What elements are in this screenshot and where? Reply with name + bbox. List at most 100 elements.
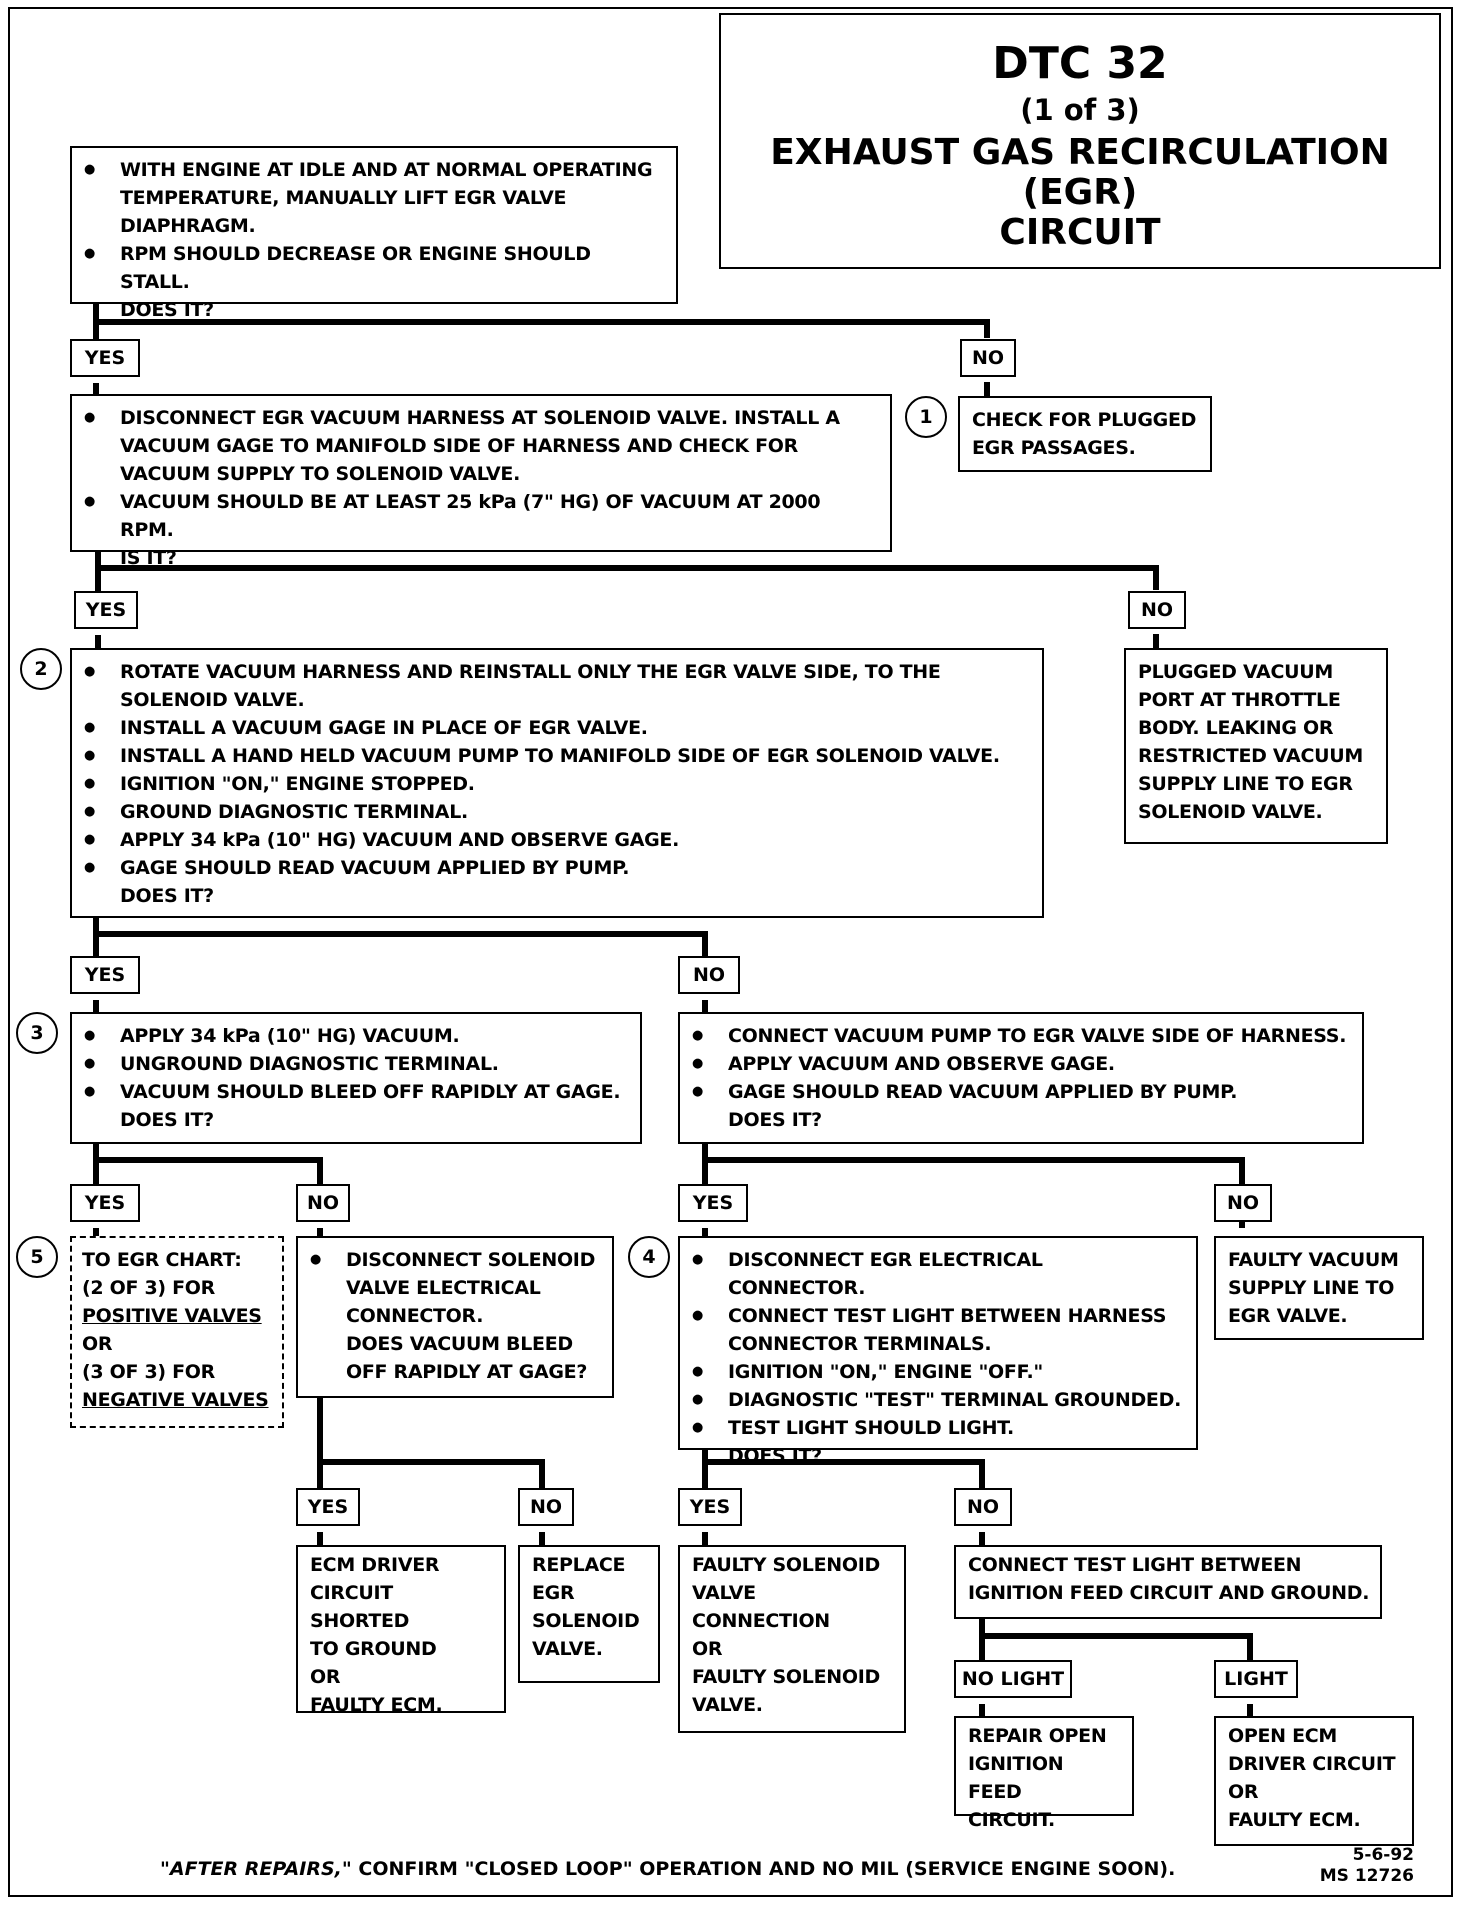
- document-number: MS 12726: [1319, 1866, 1414, 1886]
- open-ecm-line-3: OR: [1228, 1781, 1259, 1803]
- page-border: [8, 7, 1453, 1897]
- faulty-conn-line-4: OR: [692, 1638, 723, 1660]
- disconnect-egr-electrical-box: DISCONNECT EGR ELECTRICAL CONNECTOR. CON…: [678, 1236, 1198, 1467]
- no-light-label: NO LIGHT: [954, 1660, 1072, 1698]
- faulty-conn-line-3: CONNECTION: [692, 1610, 830, 1632]
- ref-line-5: (3 OF 3) FOR: [82, 1361, 215, 1383]
- egr-elec-question: DOES IT?: [728, 1445, 822, 1467]
- replace-line-3: SOLENOID: [532, 1610, 640, 1632]
- ref-line-4: OR: [82, 1333, 113, 1355]
- repair-line-1: REPAIR OPEN: [968, 1725, 1107, 1747]
- apply-vacuum-step-2: UNGROUND DIAGNOSTIC TERMINAL.: [84, 1050, 630, 1078]
- egr-elec-step-3: IGNITION "ON," ENGINE "OFF.": [692, 1358, 1186, 1386]
- open-ecm-line-2: DRIVER CIRCUIT: [1228, 1753, 1396, 1775]
- yes-label-6: YES: [296, 1488, 360, 1526]
- title-block: DTC 32 (1 of 3) EXHAUST GAS RECIRCULATIO…: [719, 13, 1441, 269]
- after-repairs-text: CONFIRM "CLOSED LOOP" OPERATION AND NO M…: [351, 1858, 1176, 1880]
- replace-line-2: EGR: [532, 1582, 575, 1604]
- vacuum-check-step-2: VACUUM SHOULD BE AT LEAST 25 kPa (7" HG)…: [84, 488, 880, 544]
- heading-line-1: EXHAUST GAS RECIRCULATION (EGR): [770, 132, 1390, 213]
- yes-label-1: YES: [70, 339, 140, 377]
- no-label-4: NO: [296, 1184, 350, 1222]
- vacuum-supply-check-box: DISCONNECT EGR VACUUM HARNESS AT SOLENOI…: [70, 394, 892, 569]
- start-step-1: WITH ENGINE AT IDLE AND AT NORMAL OPERAT…: [84, 156, 666, 240]
- repair-open-ignition-box: REPAIR OPEN IGNITION FEED CIRCUIT.: [954, 1716, 1134, 1831]
- start-check-box: WITH ENGINE AT IDLE AND AT NORMAL OPERAT…: [70, 146, 678, 321]
- no-label-7: NO: [954, 1488, 1012, 1526]
- open-ecm-driver-box: OPEN ECM DRIVER CIRCUIT OR FAULTY ECM.: [1214, 1716, 1414, 1846]
- repair-line-2: IGNITION FEED: [968, 1753, 1064, 1803]
- connect-test-light-text: CONNECT TEST LIGHT BETWEEN IGNITION FEED…: [968, 1554, 1370, 1604]
- connect-pump-step-2: APPLY VACUUM AND OBSERVE GAGE.: [692, 1050, 1352, 1078]
- egr-elec-step-4: DIAGNOSTIC "TEST" TERMINAL GROUNDED.: [692, 1386, 1186, 1414]
- rotate-step-7: GAGE SHOULD READ VACUUM APPLIED BY PUMP.: [84, 854, 1032, 882]
- ref-negative-valves: NEGATIVE VALVES: [82, 1389, 269, 1411]
- plugged-port-text: PLUGGED VACUUM PORT AT THROTTLE BODY. LE…: [1138, 661, 1363, 823]
- replace-line-1: REPLACE: [532, 1554, 626, 1576]
- vacuum-check-question: IS IT?: [120, 547, 177, 569]
- no-label-1: NO: [960, 339, 1016, 377]
- ecm-shorted-line-4: OR: [310, 1666, 341, 1688]
- check-plugged-text: CHECK FOR PLUGGED EGR PASSAGES.: [972, 409, 1197, 459]
- faulty-solenoid-connection-box: FAULTY SOLENOID VALVE CONNECTION OR FAUL…: [678, 1545, 906, 1733]
- ecm-driver-shorted-box: ECM DRIVER CIRCUIT SHORTED TO GROUND OR …: [296, 1545, 506, 1716]
- ecm-shorted-line-3: TO GROUND: [310, 1638, 437, 1660]
- apply-vacuum-question: DOES IT?: [120, 1109, 214, 1131]
- egr-elec-step-1: DISCONNECT EGR ELECTRICAL CONNECTOR.: [692, 1246, 1186, 1302]
- ecm-shorted-line-2: CIRCUIT SHORTED: [310, 1582, 410, 1632]
- no-label-3: NO: [678, 956, 740, 994]
- no-label-6: NO: [518, 1488, 574, 1526]
- after-repairs-note: "AFTER REPAIRS," CONFIRM "CLOSED LOOP" O…: [160, 1858, 1175, 1880]
- vacuum-check-step-1: DISCONNECT EGR VACUUM HARNESS AT SOLENOI…: [84, 404, 880, 488]
- chart-heading: EXHAUST GAS RECIRCULATION (EGR) CIRCUIT: [721, 133, 1439, 253]
- replace-solenoid-box: REPLACE EGR SOLENOID VALVE.: [518, 1545, 660, 1683]
- ecm-shorted-line-1: ECM DRIVER: [310, 1554, 440, 1576]
- disconnect-solenoid-step: DISCONNECT SOLENOID VALVE ELECTRICAL CON…: [310, 1246, 602, 1330]
- connect-pump-step-1: CONNECT VACUUM PUMP TO EGR VALVE SIDE OF…: [692, 1022, 1352, 1050]
- step-number-2: 2: [20, 648, 62, 690]
- revision-date: 5-6-92: [1352, 1845, 1414, 1865]
- yes-label-3: YES: [70, 956, 140, 994]
- rotate-step-3: INSTALL A HAND HELD VACUUM PUMP TO MANIF…: [84, 742, 1032, 770]
- chart-subtitle: (1 of 3): [1020, 93, 1140, 127]
- chart-title: DTC 32: [992, 38, 1168, 89]
- step-number-3: 3: [16, 1012, 58, 1054]
- faulty-conn-line-5: FAULTY SOLENOID: [692, 1666, 880, 1688]
- connect-pump-question: DOES IT?: [728, 1109, 822, 1131]
- rotate-step-4: IGNITION "ON," ENGINE STOPPED.: [84, 770, 1032, 798]
- open-ecm-line-4: FAULTY ECM.: [1228, 1809, 1361, 1831]
- egr-chart-reference-box: TO EGR CHART: (2 OF 3) FOR POSITIVE VALV…: [70, 1236, 284, 1428]
- step-number-1: 1: [905, 396, 947, 438]
- rotate-step-5: GROUND DIAGNOSTIC TERMINAL.: [84, 798, 1032, 826]
- after-repairs-italic: "AFTER REPAIRS,": [160, 1858, 352, 1880]
- connect-pump-box: CONNECT VACUUM PUMP TO EGR VALVE SIDE OF…: [678, 1012, 1364, 1144]
- yes-label-2: YES: [74, 591, 138, 629]
- plugged-vacuum-port-box: PLUGGED VACUUM PORT AT THROTTLE BODY. LE…: [1124, 648, 1388, 844]
- repair-line-3: CIRCUIT.: [968, 1809, 1055, 1831]
- connect-pump-step-3: GAGE SHOULD READ VACUUM APPLIED BY PUMP.: [692, 1078, 1352, 1106]
- ref-line-1: TO EGR CHART:: [82, 1249, 242, 1271]
- yes-label-4: YES: [70, 1184, 140, 1222]
- yes-label-5: YES: [678, 1184, 748, 1222]
- faulty-conn-line-1: FAULTY SOLENOID: [692, 1554, 880, 1576]
- replace-line-4: VALVE.: [532, 1638, 603, 1660]
- faulty-vacuum-line-box: FAULTY VACUUM SUPPLY LINE TO EGR VALVE.: [1214, 1236, 1424, 1340]
- rotate-step-6: APPLY 34 kPa (10" HG) VACUUM AND OBSERVE…: [84, 826, 1032, 854]
- connect-test-light-box: CONNECT TEST LIGHT BETWEEN IGNITION FEED…: [954, 1545, 1382, 1619]
- apply-vacuum-step-1: APPLY 34 kPa (10" HG) VACUUM.: [84, 1022, 630, 1050]
- faulty-conn-line-2: VALVE: [692, 1582, 756, 1604]
- yes-label-7: YES: [678, 1488, 742, 1526]
- rotate-question: DOES IT?: [120, 885, 214, 907]
- rotate-step-1: ROTATE VACUUM HARNESS AND REINSTALL ONLY…: [84, 658, 1032, 714]
- no-label-2: NO: [1128, 591, 1186, 629]
- apply-vacuum-step-3: VACUUM SHOULD BLEED OFF RAPIDLY AT GAGE.: [84, 1078, 630, 1106]
- disconnect-solenoid-question: DOES VACUUM BLEED OFF RAPIDLY AT GAGE?: [346, 1333, 588, 1383]
- step-number-4: 4: [628, 1236, 670, 1278]
- apply-vacuum-box: APPLY 34 kPa (10" HG) VACUUM. UNGROUND D…: [70, 1012, 642, 1144]
- start-step-2: RPM SHOULD DECREASE OR ENGINE SHOULD STA…: [84, 240, 666, 296]
- heading-line-2: CIRCUIT: [999, 212, 1161, 253]
- ref-positive-valves: POSITIVE VALVES: [82, 1305, 262, 1327]
- ref-line-2: (2 OF 3) FOR: [82, 1277, 215, 1299]
- no-label-5: NO: [1214, 1184, 1272, 1222]
